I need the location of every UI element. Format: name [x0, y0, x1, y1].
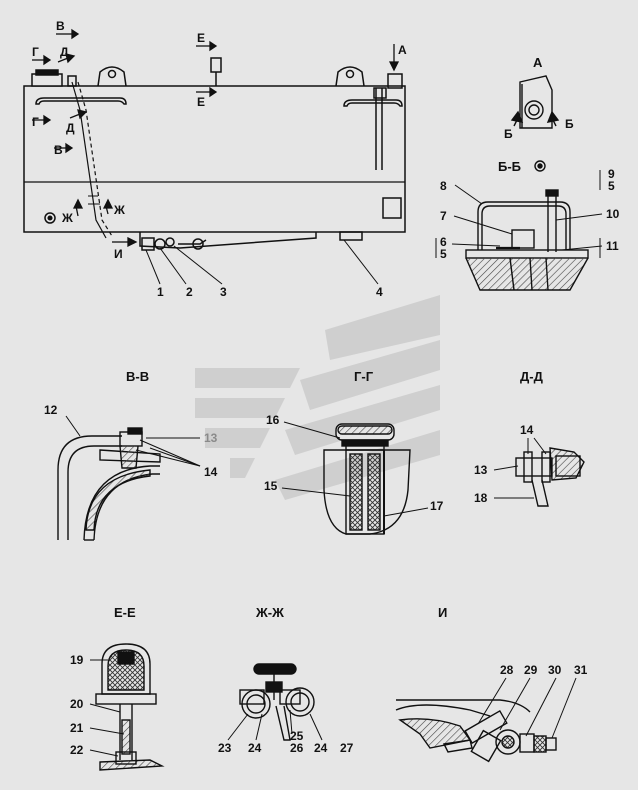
callout-1: 1: [157, 285, 164, 299]
callout-14-vv: 14: [204, 465, 218, 479]
callout-29: 29: [524, 663, 538, 677]
section-mark-zh-left: Ж: [62, 211, 73, 225]
view-dd: [515, 447, 585, 507]
tank-main-view: [23, 57, 406, 251]
view-bb: [465, 160, 589, 291]
callout-24a: 24: [248, 741, 262, 755]
section-mark-b-right: Б: [565, 117, 574, 131]
callout-8: 8: [440, 179, 447, 193]
view-title-zhzh: Ж-Ж: [256, 605, 284, 620]
view-a: [510, 75, 560, 129]
view-zhzh: [239, 663, 315, 741]
callout-27: 27: [340, 741, 354, 755]
callout-18: 18: [474, 491, 488, 505]
view-title-ee: Е-Е: [114, 605, 136, 620]
fuel-pickup-pipe: [71, 81, 107, 239]
callout-7: 7: [440, 209, 447, 223]
callout-10: 10: [606, 207, 620, 221]
section-mark-e-mid: Е: [197, 95, 206, 109]
section-arrows: [32, 28, 400, 248]
view-gg: [323, 423, 411, 535]
section-mark-v-mid: В: [54, 143, 63, 157]
view-title-vv: В-В: [126, 369, 150, 384]
view-i: [395, 699, 557, 763]
callout-28: 28: [500, 663, 514, 677]
callout-26: 26: [290, 741, 304, 755]
callout-9: 9: [608, 167, 615, 181]
callout-3: 3: [220, 285, 227, 299]
view-title-a: А: [533, 55, 543, 70]
section-mark-zh-right: Ж: [114, 203, 125, 217]
view-vv: [57, 427, 161, 541]
section-mark-e-top: Е: [197, 31, 206, 45]
filler-cap: [31, 73, 63, 87]
callout-12: 12: [44, 403, 58, 417]
callout-16: 16: [266, 413, 280, 427]
view-arrow-i: И: [114, 247, 123, 261]
callout-24b: 24: [314, 741, 328, 755]
view-arrow-a: А: [398, 43, 407, 57]
lifting-lug-right: [335, 66, 365, 87]
section-mark-g-top: Г: [32, 45, 39, 59]
section-mark-b-left: Б: [504, 127, 513, 141]
section-mark-v-top: В: [56, 19, 65, 33]
callout-17: 17: [430, 499, 444, 513]
callout-20: 20: [70, 697, 84, 711]
view-title-gg: Г-Г: [354, 369, 374, 384]
callout-13-vv: 13: [204, 431, 218, 445]
callout-31: 31: [574, 663, 588, 677]
callout-21: 21: [70, 721, 84, 735]
view-title-i: И: [438, 605, 448, 620]
callout-14-dd: 14: [520, 423, 534, 437]
callout-13-dd: 13: [474, 463, 488, 477]
callout-19: 19: [70, 653, 84, 667]
callout-22: 22: [70, 743, 84, 757]
view-ee: [95, 643, 165, 771]
callout-15: 15: [264, 479, 278, 493]
handle-right: [343, 99, 403, 107]
view-title-bb: Б-Б: [498, 159, 522, 174]
callout-6: 6: [440, 235, 447, 249]
view-title-dd: Д-Д: [520, 369, 543, 384]
section-mark-d-top: Д: [60, 45, 69, 59]
callout-4: 4: [376, 285, 383, 299]
lifting-lug-left: [97, 66, 127, 87]
tank-body: [23, 85, 406, 233]
watermark-logo: [195, 295, 440, 500]
callout-11: 11: [606, 239, 619, 253]
handle-left: [35, 97, 127, 105]
callout-5a: 5: [440, 247, 447, 261]
callout-5b: 5: [608, 179, 615, 193]
section-mark-d-mid: Д: [66, 121, 75, 135]
section-mark-g-mid: Г: [32, 115, 39, 129]
callout-2: 2: [186, 285, 193, 299]
callout-30: 30: [548, 663, 562, 677]
callout-23: 23: [218, 741, 232, 755]
callout-25: 25: [290, 729, 304, 743]
